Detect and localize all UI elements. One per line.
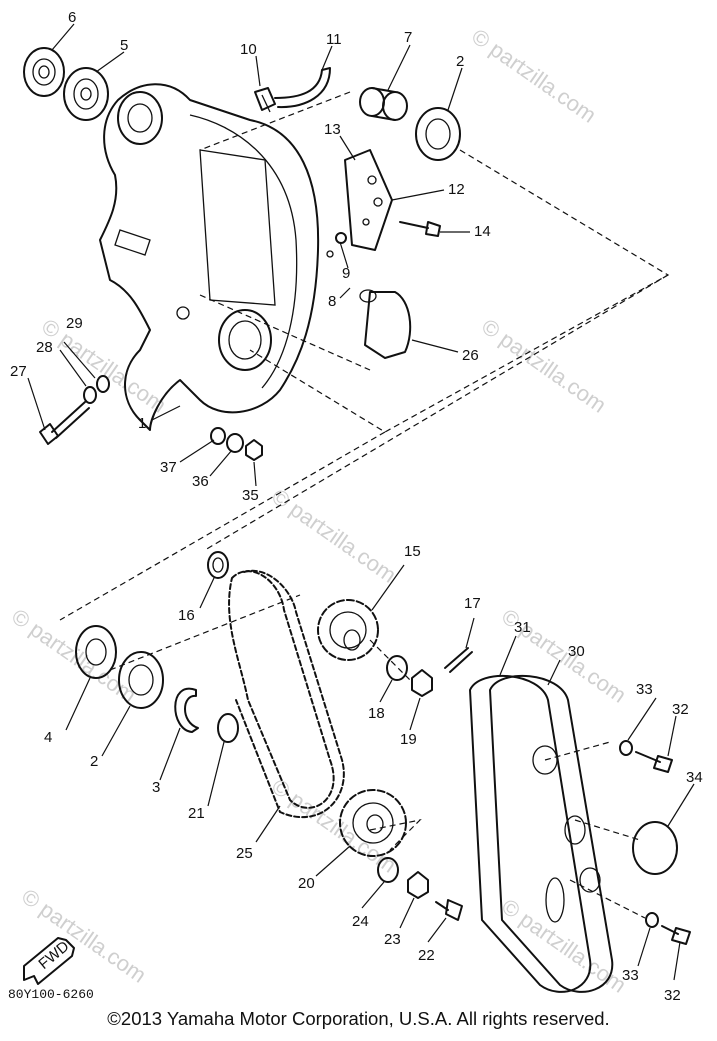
- callout-28: 28: [36, 339, 53, 356]
- callout-1: 1: [138, 415, 146, 432]
- callout-leaders: [27, 23, 695, 981]
- bearing-4: [75, 625, 117, 679]
- assembly-lines-upper: [59, 91, 670, 621]
- callout-labels: 6 5 10 11 7 2 13 12 14 9 8 26 29 28 27 1…: [10, 9, 703, 1004]
- washer-18: [386, 655, 408, 681]
- circlip-3: [174, 687, 199, 733]
- washer-33-upper: [619, 740, 633, 756]
- sprocket-20: [339, 789, 407, 857]
- drive-chain-25: [228, 569, 345, 819]
- callout-9: 9: [342, 265, 350, 282]
- callout-26: 26: [462, 347, 479, 364]
- washer-29: [96, 375, 110, 393]
- cover-gasket-31: [469, 674, 592, 993]
- bearing-5: [63, 67, 109, 121]
- washer-28: [83, 386, 97, 404]
- callout-33-upper: 33: [636, 681, 653, 698]
- bearing-6: [23, 47, 65, 97]
- callout-37: 37: [160, 459, 177, 476]
- callout-2-upper: 2: [456, 53, 464, 70]
- bolt-32-upper: [635, 751, 673, 773]
- nut-35: [245, 439, 263, 461]
- callout-31: 31: [514, 619, 531, 636]
- watermark: © partzilla.com: [267, 484, 401, 588]
- adjuster-plate-13: [344, 149, 393, 251]
- callout-6: 6: [68, 9, 76, 26]
- callout-24: 24: [352, 913, 369, 930]
- fwd-label: FWD: [35, 938, 72, 973]
- callout-10: 10: [240, 41, 257, 58]
- collar-16: [207, 551, 229, 579]
- bolt-17: [444, 647, 473, 673]
- bolt-9: [326, 232, 347, 258]
- callout-21: 21: [188, 805, 205, 822]
- callout-19: 19: [400, 731, 417, 748]
- washer-37: [210, 427, 226, 445]
- assembly-lines-lower: [109, 594, 646, 919]
- callout-27: 27: [10, 363, 27, 380]
- watermark: © partzilla.com: [477, 314, 611, 418]
- sprocket-15: [317, 599, 379, 661]
- washer-24: [377, 857, 399, 883]
- callout-14: 14: [474, 223, 491, 240]
- callout-13: 13: [324, 121, 341, 138]
- watermark: © partzilla.com: [467, 24, 601, 128]
- nut-23: [407, 871, 429, 899]
- collar-7: [359, 87, 408, 121]
- callout-15: 15: [404, 543, 421, 560]
- chain-case-housing: [99, 83, 320, 431]
- callout-12: 12: [448, 181, 465, 198]
- callout-36: 36: [192, 473, 209, 490]
- callout-11: 11: [326, 31, 342, 48]
- callout-20: 20: [298, 875, 315, 892]
- callout-32-lower: 32: [664, 987, 681, 1004]
- chain-tensioner-26: [359, 289, 412, 359]
- breather-plug-10: [254, 87, 276, 113]
- callout-4: 4: [44, 729, 52, 746]
- callout-7: 7: [404, 29, 412, 46]
- chain-case-cover-30: [489, 674, 614, 993]
- bearing-2-upper: [415, 107, 461, 161]
- watermark: © partzilla.com: [497, 894, 631, 998]
- callout-22: 22: [418, 947, 435, 964]
- bolt-22: [435, 899, 463, 921]
- nut-19: [411, 669, 433, 697]
- callout-17: 17: [464, 595, 481, 612]
- callout-29: 29: [66, 315, 83, 332]
- diagram-code: 80Y100-6260: [8, 987, 94, 1002]
- washer-36: [226, 433, 244, 453]
- callout-33-lower: 33: [622, 967, 639, 984]
- watermark-layer: © partzilla.com © partzilla.com © partzi…: [7, 24, 631, 998]
- callout-32-upper: 32: [672, 701, 689, 718]
- callout-16: 16: [178, 607, 195, 624]
- collar-21: [217, 713, 239, 743]
- callout-30: 30: [568, 643, 585, 660]
- bolt-32-lower: [661, 925, 691, 945]
- callout-25: 25: [236, 845, 253, 862]
- bearing-2-lower: [118, 651, 164, 709]
- bolt-27: [39, 401, 90, 445]
- callout-23: 23: [384, 931, 401, 948]
- callout-5: 5: [120, 37, 128, 54]
- callout-18: 18: [368, 705, 385, 722]
- callout-35: 35: [242, 487, 259, 504]
- callout-8: 8: [328, 293, 336, 310]
- bolt-14: [399, 221, 441, 237]
- callout-34: 34: [686, 769, 703, 786]
- breather-hose-11: [274, 67, 331, 109]
- callout-3: 3: [152, 779, 160, 796]
- fwd-arrow-icon: FWD: [23, 937, 75, 985]
- watermark: © partzilla.com: [37, 314, 171, 418]
- watermark: © partzilla.com: [17, 884, 151, 988]
- copyright-notice: ©2013 Yamaha Motor Corporation, U.S.A. A…: [107, 1008, 610, 1029]
- cap-34: [632, 821, 678, 875]
- callout-2-lower: 2: [90, 753, 98, 770]
- washer-33-lower: [645, 912, 659, 928]
